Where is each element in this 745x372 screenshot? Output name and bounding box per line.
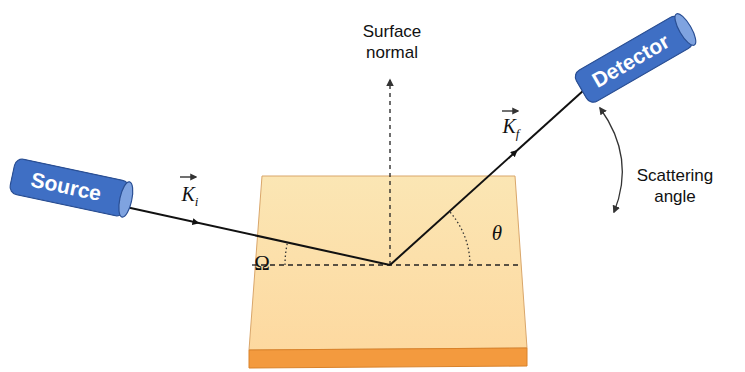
vector-arrow [502, 110, 518, 111]
instrument-label: Source [7, 157, 124, 217]
scattered-beam [390, 90, 584, 265]
sample-front [249, 348, 527, 368]
instrument-cylinder: Source [7, 157, 136, 220]
cylinder-cap [116, 181, 135, 219]
vector-label: Kf [503, 114, 520, 142]
instrument-cylinder: Detector [571, 10, 701, 107]
annotation-label: Surface normal [352, 21, 432, 64]
scattered-arrowhead [500, 152, 515, 166]
theta-arc [449, 211, 470, 265]
incident-arrowhead [176, 218, 196, 222]
omega-arc [285, 242, 288, 265]
annotation-label: Scattering angle [625, 165, 725, 208]
sample-top [249, 176, 527, 350]
instrument-label: Detector [571, 16, 690, 107]
normal-arrow [389, 80, 390, 265]
cylinder-cap [671, 11, 699, 48]
angle-label: θ [492, 220, 502, 246]
vector-arrow [180, 176, 196, 177]
rotation-arrow [600, 108, 622, 212]
vector-label: Ki [182, 182, 199, 210]
angle-label: Ω [254, 250, 270, 276]
